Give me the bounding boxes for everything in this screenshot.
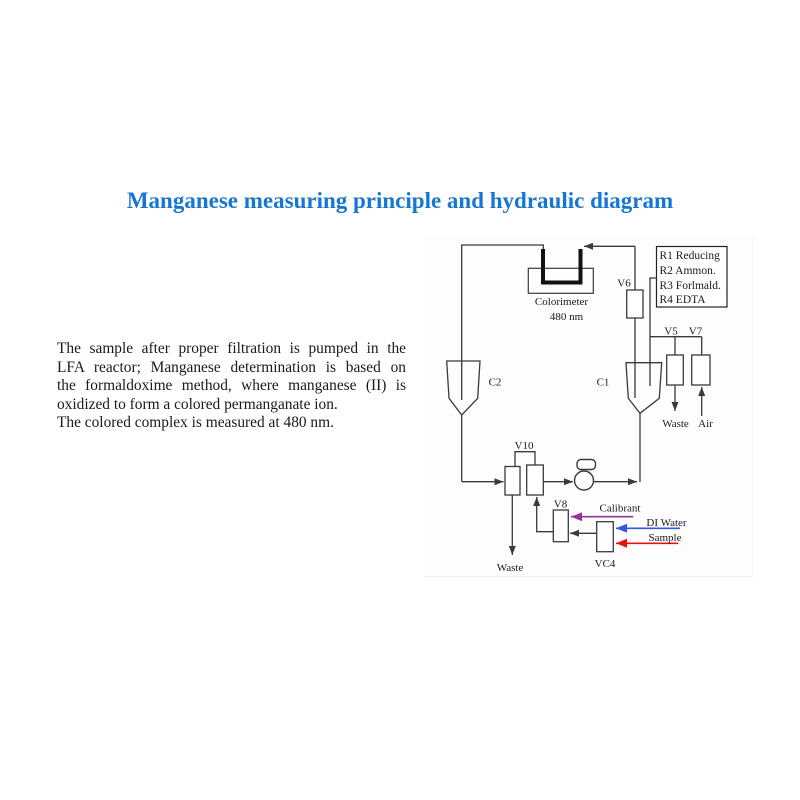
legend-item-r4: R4 EDTA xyxy=(660,294,707,306)
page-title: Manganese measuring principle and hydrau… xyxy=(126,188,674,213)
pump-cap xyxy=(576,458,597,471)
legend-item-r3: R3 Forlmald. xyxy=(660,280,721,292)
pipe-v5-v7-manifold xyxy=(650,336,703,355)
legend-item-r2: R2 Ammon. xyxy=(660,265,716,277)
valve-v10-right xyxy=(526,464,544,496)
label-sample: Sample xyxy=(649,532,682,544)
reagent-legend: R1 Reducing R2 Ammon. R3 Forlmald. R4 ED… xyxy=(655,245,728,308)
colorimeter-flow-cell xyxy=(541,249,583,285)
pump-head xyxy=(573,470,595,491)
legend-item-r1: R1 Reducing xyxy=(660,250,721,262)
label-c2: C2 xyxy=(489,377,502,389)
valve-v5 xyxy=(666,354,684,386)
body-line: The sample after proper filtration is pu… xyxy=(57,340,406,357)
label-c1: C1 xyxy=(597,377,610,389)
arrow-v8-to-v10 xyxy=(533,497,554,533)
label-wavelength: 480 nm xyxy=(550,311,584,323)
label-v5: V5 xyxy=(664,326,678,338)
body-line: the formaldoxime method, where manganese… xyxy=(57,377,406,395)
label-di-water: DI Water xyxy=(646,517,686,529)
label-colorimeter: Colorimeter xyxy=(535,296,588,308)
valve-vc4 xyxy=(596,521,614,553)
label-v6: V6 xyxy=(617,278,631,290)
label-air: Air xyxy=(698,418,713,430)
pump xyxy=(573,458,597,491)
body-line: oxidized to form a colored permanganate … xyxy=(57,395,338,413)
label-calibrant: Calibrant xyxy=(600,503,641,515)
label-waste-right: Waste xyxy=(662,418,689,430)
hydraulic-diagram-svg: R1 Reducing R2 Ammon. R3 Forlmald. R4 ED… xyxy=(446,242,728,575)
label-v10: V10 xyxy=(515,440,534,452)
valve-v10-left xyxy=(504,465,521,496)
hydraulic-diagram: R1 Reducing R2 Ammon. R3 Forlmald. R4 ED… xyxy=(424,237,753,577)
label-waste-bottom: Waste xyxy=(497,562,524,574)
label-v7: V7 xyxy=(689,326,703,338)
vessel-c1 xyxy=(625,362,663,415)
colorimeter-box xyxy=(527,267,594,294)
valve-v7 xyxy=(691,354,711,386)
label-v8: V8 xyxy=(554,499,568,511)
valve-v6 xyxy=(626,289,644,319)
body-line: The colored complex is measured at 480 n… xyxy=(57,414,334,432)
vessel-c2 xyxy=(446,360,481,416)
body-text: The sample after proper filtration is pu… xyxy=(57,340,406,433)
flow-arrows-black xyxy=(461,242,706,555)
diagram-labels: Colorimeter 480 nm V6 V5 V7 Waste Air C1… xyxy=(489,278,714,575)
pipe-reagents-to-c1 xyxy=(649,277,657,386)
legend-box xyxy=(655,245,728,308)
body-line: LFA reactor; Manganese determination is … xyxy=(57,358,406,376)
valve-v8 xyxy=(552,509,569,543)
valves xyxy=(504,289,711,553)
pipe-v10-bracket xyxy=(514,451,536,467)
label-vc4: VC4 xyxy=(595,558,616,570)
